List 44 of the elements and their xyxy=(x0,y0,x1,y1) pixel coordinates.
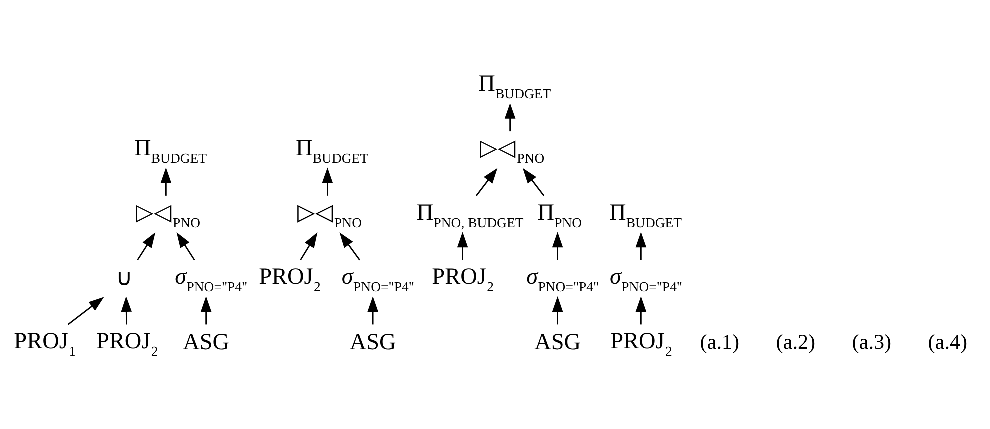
node-text: Π$_{BUDGET}$ xyxy=(134,134,208,166)
arrow xyxy=(504,102,516,132)
node-text: σ$_{PNO="P4"}$ xyxy=(610,264,683,294)
node-text: PROJ$_{2}$ xyxy=(610,328,672,359)
arrow xyxy=(121,296,132,324)
node-text: ASG xyxy=(534,329,582,356)
node-text: σ$_{PNO="P4"}$ xyxy=(342,264,414,294)
node-text: ▷◁$_{PNO}$ xyxy=(136,199,201,230)
node-text: PROJ$_{2}$ xyxy=(259,264,321,294)
node-text: σ$_{PNO="P4"}$ xyxy=(526,264,600,294)
node-text: PROJ$_{1}$ xyxy=(14,328,76,359)
arrow xyxy=(137,232,156,260)
node-text: ASG xyxy=(183,329,230,356)
arrow xyxy=(200,296,212,324)
node-text: PROJ$_{2}$ xyxy=(96,328,158,359)
node-text: ∪ xyxy=(116,264,134,291)
label: (a.4) xyxy=(928,330,968,354)
arrow xyxy=(68,296,104,325)
node-text: σ$_{PNO="P4"}$ xyxy=(175,264,248,294)
node-text: Π$_{PNO, BUDGET}$ xyxy=(416,199,524,230)
arrow xyxy=(340,232,360,260)
node-text: Π$_{BUDGET}$ xyxy=(296,134,369,166)
node-text: Π$_{BUDGET}$ xyxy=(610,199,682,230)
arrow xyxy=(300,232,318,260)
arrow xyxy=(368,296,378,324)
arrow xyxy=(160,167,172,196)
arrow xyxy=(522,168,545,196)
node-text: Π$_{PNO}$ xyxy=(538,199,582,230)
arrow xyxy=(636,232,647,260)
node-text: ASG xyxy=(350,329,396,356)
label: (a.2) xyxy=(776,330,816,354)
arrow xyxy=(552,296,564,324)
arrow xyxy=(322,167,334,196)
node-text: ▷◁$_{PNO}$ xyxy=(298,199,362,230)
node-text: Π$_{BUDGET}$ xyxy=(478,70,552,102)
label: (a.3) xyxy=(852,330,892,354)
node-text: PROJ$_{2}$ xyxy=(432,264,494,294)
arrow xyxy=(636,296,647,324)
label: (a.1) xyxy=(700,330,740,354)
arrow xyxy=(476,168,498,196)
arrow xyxy=(552,232,564,260)
node-text: ▷◁$_{PNO}$ xyxy=(480,134,545,166)
arrow xyxy=(176,232,196,260)
arrow xyxy=(457,232,468,260)
